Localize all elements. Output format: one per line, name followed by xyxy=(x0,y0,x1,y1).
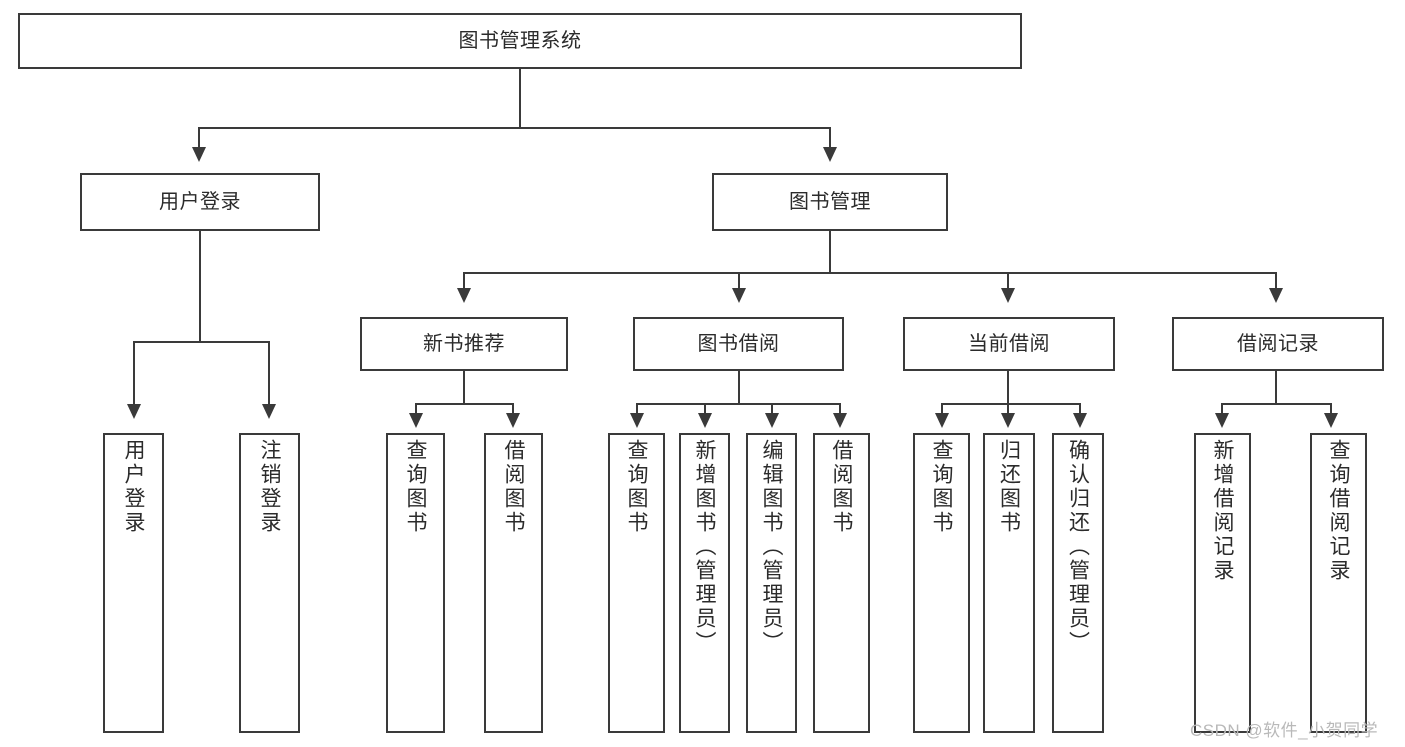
node-borrow-record[interactable]: 借阅记录 xyxy=(1172,317,1384,371)
leaf-bb-query-book[interactable]: 查询图书 xyxy=(608,433,665,733)
node-label: 注销登录 xyxy=(258,439,281,535)
connector-nbr-stem xyxy=(463,371,465,404)
node-label: 借阅图书 xyxy=(502,439,525,535)
leaf-nbr-borrow-book[interactable]: 借阅图书 xyxy=(484,433,543,733)
connector-user-login-stem xyxy=(199,231,201,342)
node-label: 借阅图书 xyxy=(830,439,853,535)
connector-bb-drop-4 xyxy=(839,403,841,415)
connector-bb-drop-3 xyxy=(771,403,773,415)
node-label: 当前借阅 xyxy=(968,332,1050,355)
node-root-book-management-system[interactable]: 图书管理系统 xyxy=(18,13,1022,69)
arrow-bm-to-borrow-record xyxy=(1269,288,1283,303)
leaf-cb-query-book[interactable]: 查询图书 xyxy=(913,433,970,733)
node-label: 用户登录 xyxy=(159,190,241,213)
arrow-bb-to-add-book xyxy=(698,413,712,428)
connector-cb-drop-2 xyxy=(1007,403,1009,415)
connector-cb-drop-3 xyxy=(1079,403,1081,415)
arrow-cb-to-query-book xyxy=(935,413,949,428)
connector-bb-drop-1 xyxy=(636,403,638,415)
connector-bb-stem xyxy=(738,371,740,404)
leaf-nbr-query-book[interactable]: 查询图书 xyxy=(386,433,445,733)
arrow-bb-to-edit-book xyxy=(765,413,779,428)
node-current-borrow[interactable]: 当前借阅 xyxy=(903,317,1115,371)
node-user-login[interactable]: 用户登录 xyxy=(80,173,320,231)
arrow-user-login-to-login xyxy=(127,404,141,419)
node-label: 图书借阅 xyxy=(697,332,780,355)
connector-br-left-drop xyxy=(1221,403,1223,415)
watermark-text: CSDN @软件_小贺同学 xyxy=(1190,721,1379,740)
arrow-br-to-add-record xyxy=(1215,413,1229,428)
node-label: 查询图书 xyxy=(404,439,427,535)
leaf-bb-edit-book[interactable]: 编辑图书（管理员） xyxy=(746,433,797,733)
node-label: 查询图书 xyxy=(625,439,648,535)
connector-br-bus xyxy=(1221,403,1332,405)
arrow-bb-to-query-book xyxy=(630,413,644,428)
leaf-user-login[interactable]: 用户登录 xyxy=(103,433,164,733)
connector-bm-to-current-borrow xyxy=(1007,272,1009,290)
connector-user-login-left-drop xyxy=(133,341,135,406)
connector-bm-to-book-borrow xyxy=(738,272,740,290)
connector-cb-drop-1 xyxy=(941,403,943,415)
connector-nbr-right-drop xyxy=(512,403,514,415)
node-label: 用户登录 xyxy=(122,439,145,535)
arrow-br-to-query-record xyxy=(1324,413,1338,428)
connector-user-login-bus xyxy=(133,341,269,343)
node-label: 归还图书 xyxy=(997,439,1021,535)
node-label: 确认归还（管理员） xyxy=(1066,439,1090,655)
connector-nbr-bus xyxy=(415,403,514,405)
leaf-br-add-record[interactable]: 新增借阅记录 xyxy=(1194,433,1251,733)
node-label: 查询借阅记录 xyxy=(1327,439,1350,583)
node-book-management[interactable]: 图书管理 xyxy=(712,173,948,231)
arrow-bm-to-book-borrow xyxy=(732,288,746,303)
node-label: 查询图书 xyxy=(930,439,953,535)
node-label: 新书推荐 xyxy=(423,332,505,355)
connector-cb-stem xyxy=(1007,371,1009,404)
leaf-br-query-record[interactable]: 查询借阅记录 xyxy=(1310,433,1367,733)
connector-root-to-book-management xyxy=(829,127,831,149)
node-label: 图书管理系统 xyxy=(458,29,582,52)
connector-book-management-stem xyxy=(829,231,831,273)
arrow-nbr-to-borrow-book xyxy=(506,413,520,428)
node-label: 借阅记录 xyxy=(1237,332,1319,355)
arrow-bm-to-new-book xyxy=(457,288,471,303)
arrow-cb-to-confirm-return xyxy=(1073,413,1087,428)
connector-cb-bus xyxy=(941,403,1081,405)
arrow-root-to-user-login xyxy=(192,147,206,162)
node-label: 编辑图书（管理员） xyxy=(760,439,783,655)
node-label: 图书管理 xyxy=(789,190,871,213)
arrow-nbr-to-query-book xyxy=(409,413,423,428)
connector-bm-to-new-book xyxy=(463,272,465,290)
leaf-bb-borrow-book[interactable]: 借阅图书 xyxy=(813,433,870,733)
arrow-bm-to-current-borrow xyxy=(1001,288,1015,303)
connector-bb-bus xyxy=(636,403,841,405)
connector-bm-to-borrow-record xyxy=(1275,272,1277,290)
connector-root-stem xyxy=(519,69,521,128)
connector-nbr-left-drop xyxy=(415,403,417,415)
leaf-cb-return-book[interactable]: 归还图书 xyxy=(983,433,1035,733)
connector-root-to-user-login xyxy=(198,127,200,149)
leaf-user-logout[interactable]: 注销登录 xyxy=(239,433,300,733)
leaf-bb-add-book[interactable]: 新增图书（管理员） xyxy=(679,433,730,733)
leaf-cb-confirm-return[interactable]: 确认归还（管理员） xyxy=(1052,433,1104,733)
connector-bb-drop-2 xyxy=(704,403,706,415)
arrow-cb-to-return-book xyxy=(1001,413,1015,428)
arrow-bb-to-borrow-book xyxy=(833,413,847,428)
connector-br-stem xyxy=(1275,371,1277,404)
node-book-borrow[interactable]: 图书借阅 xyxy=(633,317,844,371)
connector-user-login-right-drop xyxy=(268,341,270,406)
node-label: 新增图书（管理员） xyxy=(693,439,716,655)
connector-br-right-drop xyxy=(1330,403,1332,415)
node-new-book-recommend[interactable]: 新书推荐 xyxy=(360,317,568,371)
connector-root-bus xyxy=(198,127,831,129)
arrow-user-login-to-logout xyxy=(262,404,276,419)
connector-book-management-bus xyxy=(463,272,1276,274)
arrow-root-to-book-management xyxy=(823,147,837,162)
node-label: 新增借阅记录 xyxy=(1211,439,1234,583)
